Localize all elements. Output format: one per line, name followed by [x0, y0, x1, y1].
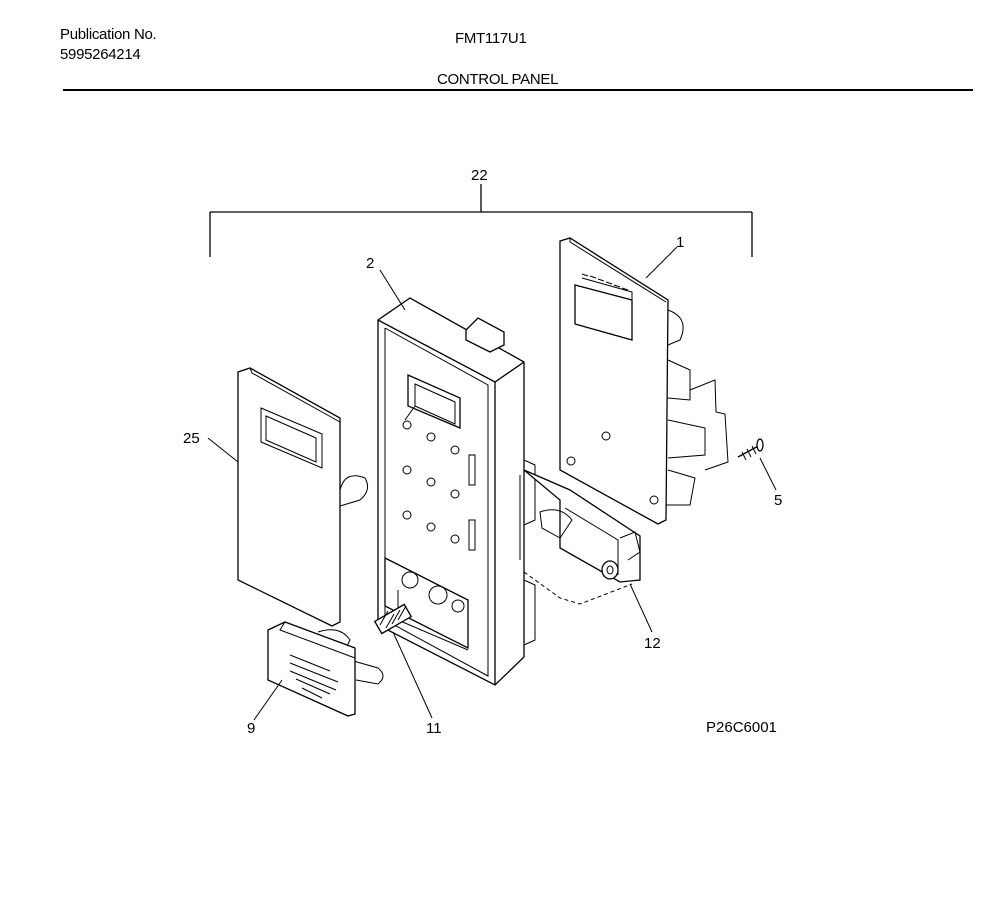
- callout-2: 2: [366, 255, 374, 272]
- publication-label: Publication No.: [60, 26, 157, 43]
- section-title: CONTROL PANEL: [437, 71, 559, 88]
- callout-12: 12: [644, 635, 661, 652]
- callout-9: 9: [247, 720, 255, 737]
- spring-part: [373, 603, 413, 635]
- latch-lever-part: [523, 469, 641, 605]
- frame-keypad: [402, 420, 460, 544]
- callout-11: 11: [426, 720, 442, 737]
- callout-5: 5: [774, 492, 782, 509]
- publication-number: 5995264214: [60, 46, 141, 63]
- header-rule: [63, 89, 973, 91]
- control-frame-part: [377, 297, 536, 686]
- diagram-code: P26C6001: [706, 719, 777, 736]
- control-board-part: [559, 237, 729, 525]
- assembly-bracket: [209, 184, 753, 257]
- model-number: FMT117U1: [455, 30, 527, 47]
- callout-1: 1: [676, 234, 684, 251]
- overlay-part: [237, 367, 369, 627]
- callout-25: 25: [183, 430, 200, 447]
- callout-22: 22: [471, 167, 488, 184]
- button-part: [267, 621, 384, 717]
- screw-part: [737, 438, 764, 461]
- leader-lines: [207, 246, 777, 721]
